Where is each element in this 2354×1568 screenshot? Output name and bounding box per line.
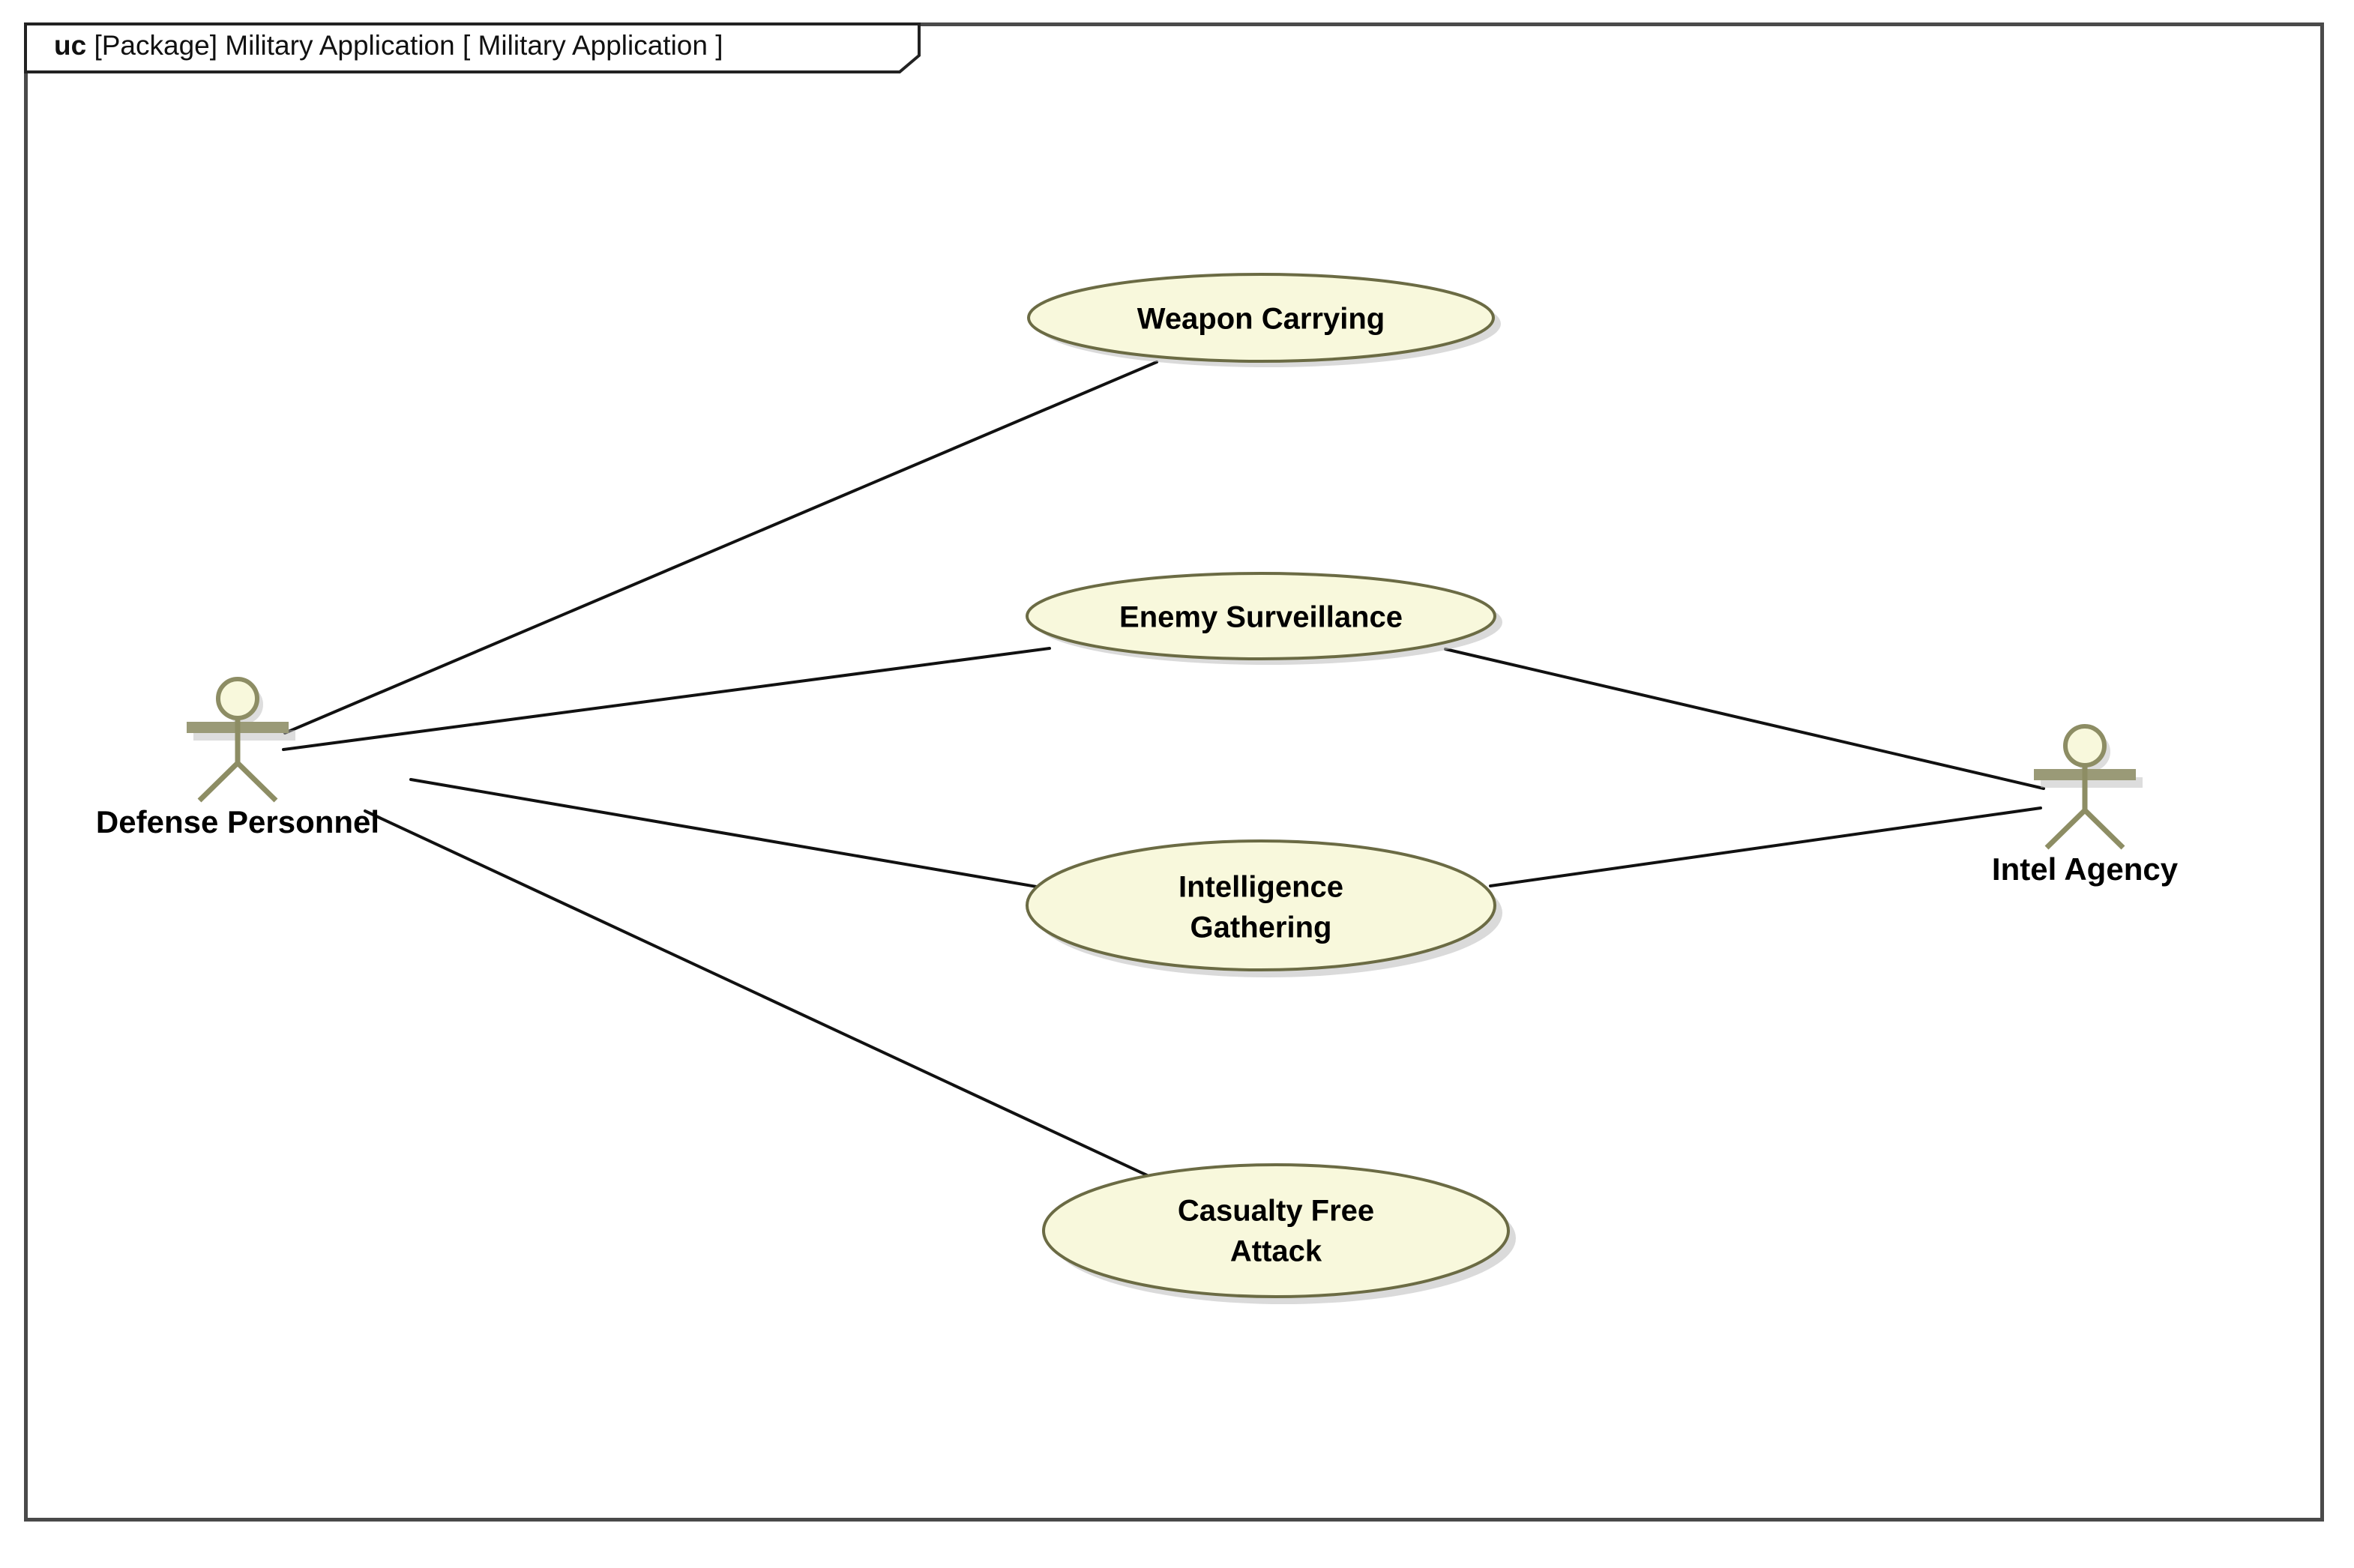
use-case-weapon-carrying-label: Weapon Carrying	[1137, 303, 1385, 336]
actor-intel-agency-label: Intel Agency	[1992, 851, 2179, 887]
actor-intel-agency[interactable]: Intel Agency	[1992, 724, 2179, 887]
edge-intelligence-gathering-to-intel-agency	[1489, 806, 2042, 887]
package-title-prefix: [Package] Military Application	[94, 30, 455, 61]
actor-defense-personnel[interactable]: Defense Personnel	[96, 677, 379, 839]
use-case-intelligence-gathering[interactable]: Intelligence Gathering	[1026, 839, 1502, 977]
edge-defense-personnel-to-enemy-surveillance	[282, 647, 1051, 751]
actor-intel-agency-leg-left	[2044, 808, 2087, 850]
use-case-intelligence-gathering-label-line1: Intelligence	[1178, 871, 1343, 904]
actor-intel-agency-leg-right	[2083, 808, 2125, 850]
use-case-weapon-carrying-ellipse	[1027, 273, 1495, 363]
use-case-enemy-surveillance[interactable]: Enemy Surveillance	[1026, 572, 1502, 665]
use-case-casualty-free-attack[interactable]: Casualty Free Attack	[1042, 1163, 1516, 1304]
use-case-enemy-surveillance-label: Enemy Surveillance	[1119, 601, 1403, 634]
edge-enemy-surveillance-to-intel-agency	[1444, 648, 2045, 790]
use-case-intelligence-gathering-ellipse	[1026, 839, 1496, 971]
package-title-text: uc [Package] Military Application [ Mili…	[54, 22, 723, 69]
actor-intel-agency-head	[2063, 724, 2107, 768]
edge-defense-personnel-to-casualty-free-attack	[364, 809, 1160, 1182]
use-case-weapon-carrying[interactable]: Weapon Carrying	[1027, 273, 1501, 367]
package-title-scope: [ Military Application ]	[463, 30, 723, 61]
use-case-enemy-surveillance-ellipse	[1026, 572, 1496, 660]
actor-defense-personnel-label: Defense Personnel	[96, 804, 379, 839]
use-case-casualty-free-attack-ellipse	[1042, 1163, 1510, 1298]
use-case-casualty-free-attack-label-line1: Casualty Free	[1178, 1195, 1374, 1228]
edge-defense-personnel-to-intelligence-gathering	[409, 778, 1060, 892]
use-case-intelligence-gathering-label-line2: Gathering	[1190, 911, 1332, 944]
actor-defense-personnel-leg-right	[235, 761, 278, 803]
edge-defense-personnel-to-weapon-carrying	[283, 361, 1158, 735]
use-case-casualty-free-attack-label-line2: Attack	[1230, 1235, 1322, 1268]
actor-defense-personnel-leg-left	[197, 761, 240, 803]
package-title-tab[interactable]: uc [Package] Military Application [ Mili…	[24, 22, 921, 73]
actor-defense-personnel-head	[216, 677, 259, 720]
package-kind-keyword: uc	[54, 30, 87, 61]
package-tab-shape	[24, 22, 921, 73]
